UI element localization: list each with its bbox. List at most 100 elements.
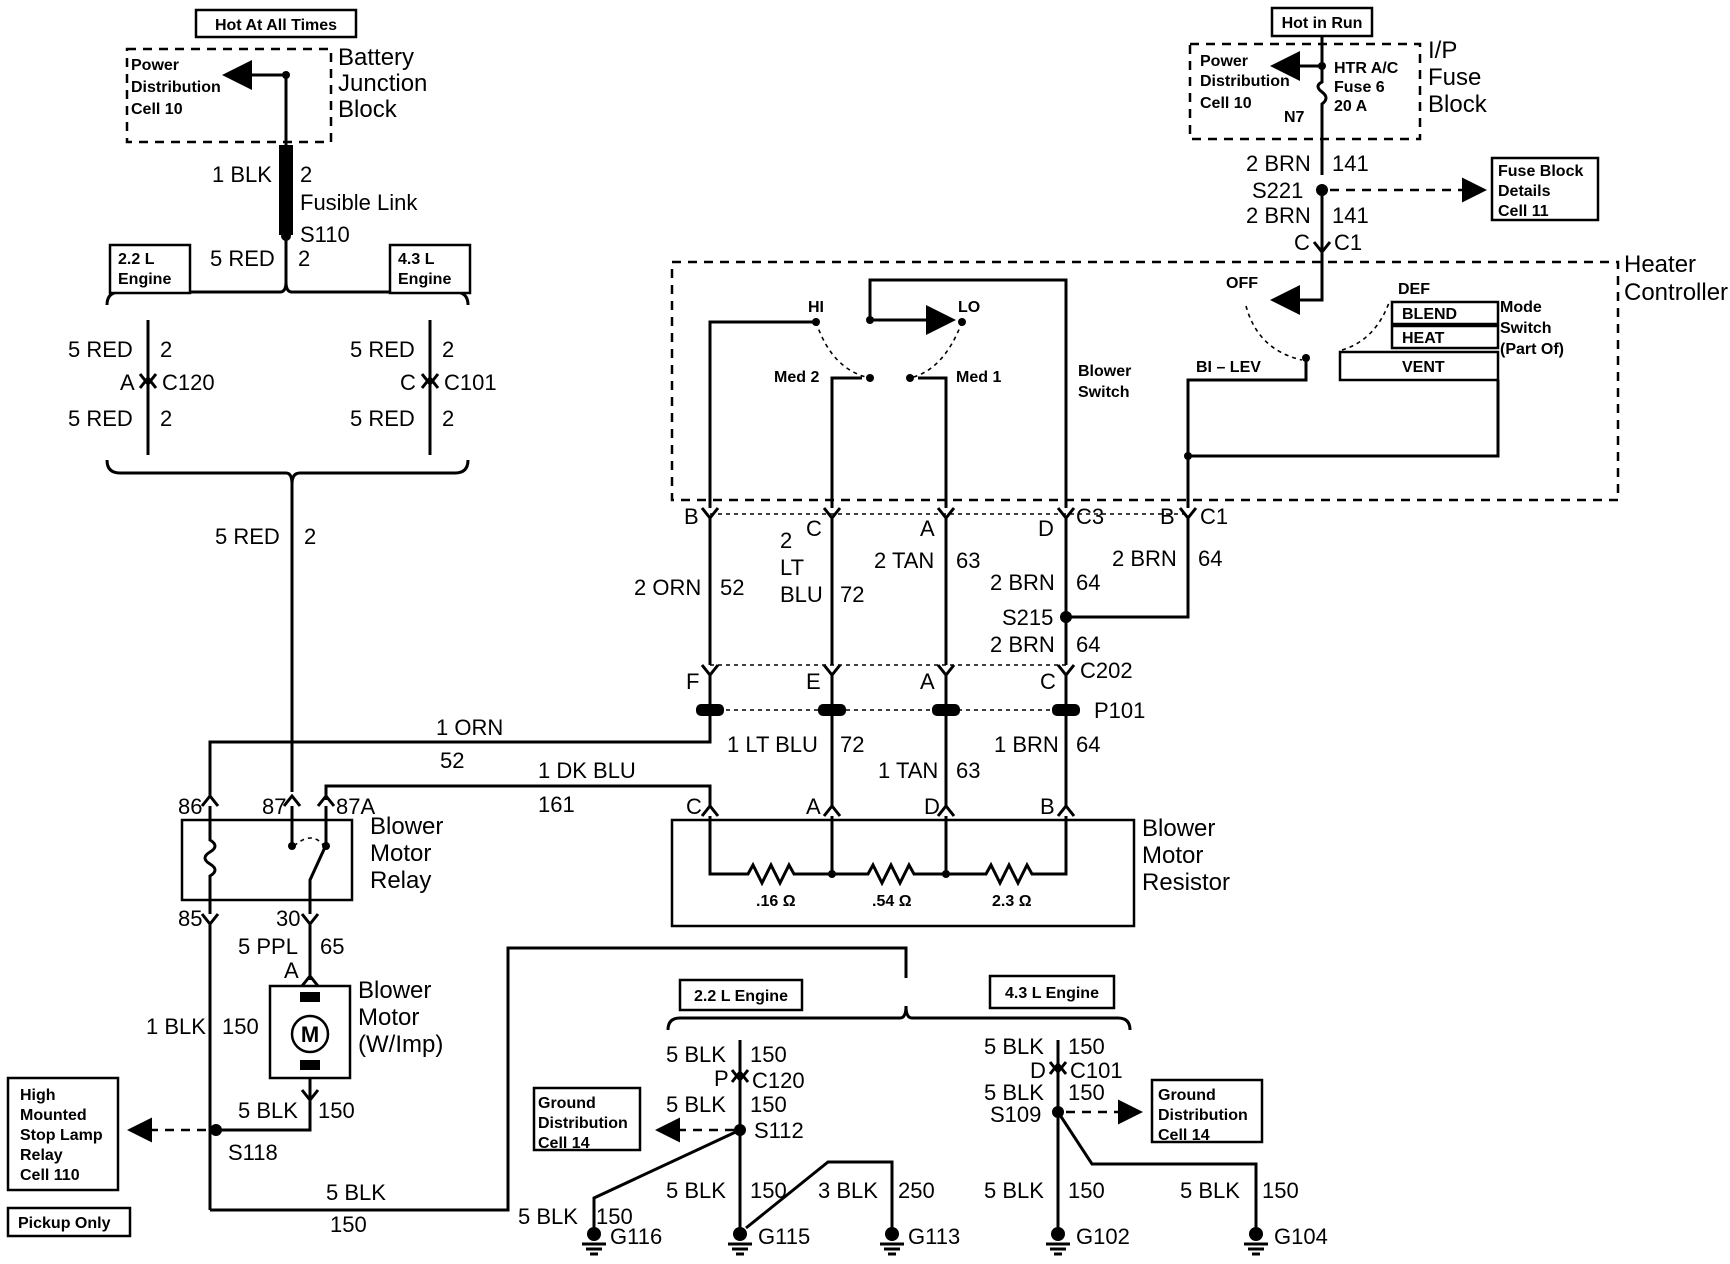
g116-color: 5 BLK (518, 1204, 578, 1229)
connector-c3-row: B C A D C3 B C1 (684, 504, 1228, 541)
ground-return-wire (210, 946, 908, 1212)
relay-ground-circuit: 150 (222, 1014, 259, 1039)
engine-2-2l-tag (108, 243, 192, 295)
g116-wire (592, 1128, 741, 1230)
g116-label: G116 (610, 1224, 662, 1249)
power-distribution-ref-1: Power (131, 57, 179, 74)
splice-s112-label: S112 (754, 1118, 804, 1143)
orn-wire-color: 2 ORN (634, 575, 701, 600)
fuse-out-color: 2 BRN (1246, 151, 1311, 176)
relay-feed-color: 5 RED (215, 524, 280, 549)
brn-right-wire-circuit: 64 (1198, 546, 1222, 571)
relay-coil (203, 806, 217, 914)
fuse-cavity-n7: N7 (1284, 109, 1305, 126)
g104-color: 5 BLK (1180, 1178, 1240, 1203)
power-distribution-ref-2: Distribution (131, 79, 221, 96)
relay-contact-87a (322, 842, 330, 850)
c120-label: C120 (162, 370, 215, 395)
g116-circuit: 150 (596, 1204, 633, 1229)
orn-lower-color: 1 ORN (436, 715, 503, 740)
tan-lower-circuit: 63 (956, 758, 980, 783)
stop-lamp-ref-3: Stop Lamp (20, 1127, 103, 1144)
g104-label: G104 (1274, 1224, 1328, 1249)
resistor-pin-c: C (686, 794, 702, 819)
wire-2-2l-color-b: 5 RED (68, 406, 133, 431)
mode-switch-arc (1245, 299, 1391, 361)
splice-s118 (210, 1124, 222, 1136)
motor-ground-color: 5 BLK (238, 1098, 298, 1123)
mode-wiper-pivot (1302, 354, 1310, 362)
g22-color-1: 5 BLK (666, 1042, 726, 1067)
ground-symbol-g115 (728, 1227, 752, 1256)
relay-top-pins (200, 793, 336, 807)
ltblu-lower-circuit: 72 (840, 732, 864, 757)
ppl-wire-circuit: 65 (320, 934, 344, 959)
dkblu-circuit: 161 (538, 792, 575, 817)
relay-ground-color: 1 BLK (146, 1014, 206, 1039)
c101-ground-label: C101 (1070, 1058, 1123, 1083)
wire-2-2l-circuit-a: 2 (160, 337, 172, 362)
wire-4-3l-color-a: 5 RED (350, 337, 415, 362)
stop-lamp-ref-box (6, 1076, 120, 1192)
relay-pin-30: 30 (276, 906, 300, 931)
relay-label-1: Blower (370, 813, 443, 840)
mode-splice-dot (1184, 452, 1192, 460)
resistor-value-2: .54 Ω (872, 893, 912, 910)
relay-feed-circuit: 2 (304, 524, 316, 549)
fuse-block-details-box (1490, 156, 1600, 222)
med2-contact (866, 374, 874, 382)
engine-4-3l-tag (388, 243, 472, 295)
wire-4-3l-color-b: 5 RED (350, 406, 415, 431)
stop-lamp-ref-2: Mounted (20, 1107, 87, 1124)
ground-2-2l-tag (678, 978, 804, 1012)
heater-feed-circuit: 141 (1332, 203, 1369, 228)
fuse-details-3: Cell 11 (1498, 203, 1549, 220)
g113-label: G113 (908, 1224, 960, 1249)
resistor-label-1: Blower (1142, 815, 1215, 842)
mode-blend-label: BLEND (1402, 306, 1457, 323)
ground-4-3l-tag (988, 974, 1116, 1010)
s112-ground-ref-2: Distribution (538, 1115, 628, 1132)
motor-pin-a-symbol (300, 973, 320, 987)
resistor-pin-d: D (924, 794, 940, 819)
relay-pin-85: 85 (178, 906, 202, 931)
g22-circuit-2: 150 (750, 1092, 787, 1117)
fuse-pd-ref-2: Distribution (1200, 73, 1290, 90)
blower-switch-label-2: Switch (1078, 384, 1130, 401)
relay-pin-87: 87 (262, 794, 286, 819)
c1-label-top: C1 (1334, 230, 1362, 255)
relay-label-2: Motor (370, 840, 431, 867)
pickup-only-label: Pickup Only (18, 1215, 111, 1232)
resistor-network (708, 816, 1068, 887)
g22-color-2: 5 BLK (666, 1092, 726, 1117)
ground-return-color: 5 BLK (326, 1180, 386, 1205)
s109-ground-ref-3: Cell 14 (1158, 1127, 1210, 1144)
c120-pin: A (120, 370, 135, 395)
med1-wire (918, 376, 948, 508)
mode-vent-box (1338, 350, 1500, 382)
off-arrow (1270, 285, 1324, 315)
g104-wire (1056, 1111, 1258, 1230)
splice-s110-label: S110 (300, 222, 350, 247)
mode-bilev-label: BI – LEV (1196, 359, 1261, 376)
splice-s215 (1060, 611, 1072, 623)
c120-ground-connector (730, 1069, 750, 1083)
blower-motor-resistor: C A D B .16 Ω .54 Ω 2.3 Ω Blower Motor R… (670, 794, 1230, 928)
c101-label: C101 (444, 370, 497, 395)
pickup-only-box (6, 1206, 132, 1238)
brn-wire-circuit: 64 (1076, 570, 1100, 595)
blower-hi-label: HI (808, 299, 824, 316)
wire-52-to-relay-86 (208, 675, 712, 798)
heater-controller-label-1: Heater (1624, 251, 1696, 278)
fuse-name-2: Fuse 6 (1334, 79, 1385, 96)
resistor-node-d (942, 870, 950, 878)
resistor-label-3: Resistor (1142, 869, 1230, 896)
c202-pin-symbols (700, 664, 1076, 678)
motor-label-3: (W/Imp) (358, 1031, 443, 1058)
mode-switch-label-3: (Part Of) (1500, 341, 1564, 358)
blower-switch-label-1: Blower (1078, 363, 1131, 380)
g102-color: 5 BLK (984, 1178, 1044, 1203)
branch-4-3l: 4.3 L Engine 5 RED 2 C C101 5 RED 2 (350, 243, 497, 455)
mode-def-label: DEF (1398, 281, 1430, 298)
brn-right-wire-color: 2 BRN (1112, 546, 1177, 571)
